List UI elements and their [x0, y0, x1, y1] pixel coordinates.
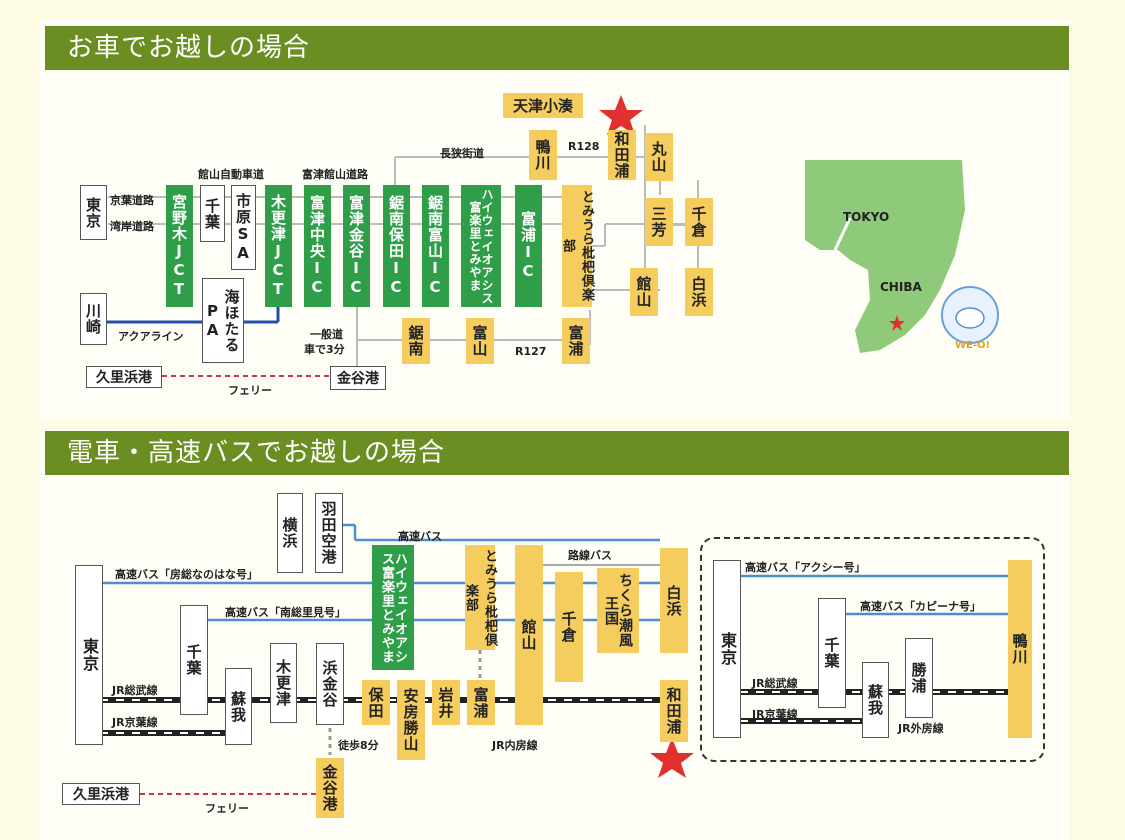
car-oasis: ハイウェイオアシス富楽里とみやま: [461, 185, 501, 307]
train-station-chiba: 千葉: [180, 605, 208, 715]
car-station-kawasaki: 川崎: [80, 293, 107, 345]
inset-station-chiba: 千葉: [818, 598, 846, 708]
inset-label-bus-capina: 高速バス「カピーナ号」: [860, 600, 981, 613]
star-marker-car: [599, 95, 643, 135]
label-jr-keiyo: JR京葉線: [112, 716, 158, 729]
car-station-kyonan: 鋸南: [402, 318, 430, 364]
label-highway-bus: 高速バス: [398, 530, 442, 543]
inset-label-jr-sobu: JR総武線: [752, 677, 798, 690]
train-section-header: 電車・高速バスでお越しの場合: [45, 431, 1069, 475]
inset-station-tokyo: 東京: [713, 560, 741, 738]
label-walk-8min: 徒歩8分: [338, 739, 379, 752]
label-futtsu-road: 富津館山道路: [302, 168, 368, 181]
car-station-miyoshi: 三芳: [645, 198, 673, 246]
train-station-tomiura: 富浦: [467, 680, 495, 725]
car-ic-tomiura: 富浦IC: [515, 185, 542, 307]
label-general-road: 一般道: [310, 328, 343, 341]
mascot-logo-text: WE-O!: [955, 340, 991, 351]
car-station-kamogawa: 鴨川: [529, 130, 557, 180]
label-jr-sobu: JR総武線: [112, 684, 158, 697]
car-ic-futtsuchuo: 富津中央IC: [304, 185, 331, 307]
car-station-kurihama: 久里浜港: [86, 366, 162, 388]
car-section-header: お車でお越しの場合: [45, 26, 1069, 70]
car-ic-miyanogi: 宮野木JCT: [166, 185, 193, 307]
inset-station-kamogawa: 鴨川: [1008, 560, 1032, 738]
car-station-tomiyama: 富山: [466, 318, 494, 364]
car-station-maruyama: 丸山: [645, 133, 673, 181]
car-station-chikura: 千倉: [685, 198, 713, 246]
train-station-haneda: 羽田空港: [315, 493, 343, 573]
label-r128: R128: [568, 140, 600, 153]
label-bus-nanohana: 高速バス「房総なのはな号」: [115, 568, 258, 581]
map-label-tokyo: TOKYO: [843, 210, 890, 224]
train-station-hota: 保田: [362, 680, 390, 725]
train-station-shirahama: 白浜: [660, 548, 688, 653]
train-station-iwai: 岩井: [432, 680, 460, 725]
map-land: [805, 160, 965, 353]
map-location-star: [889, 315, 905, 331]
train-station-kanaya-port: 金谷港: [316, 758, 344, 818]
car-station-wadaura: 和田浦: [608, 130, 636, 180]
inset-label-jr-keiyo: JR京葉線: [752, 708, 798, 721]
car-biwa-club: とみうら枇杷倶楽部: [560, 185, 594, 307]
car-station-tomiura: 富浦: [562, 318, 590, 364]
train-station-tokyo: 東京: [75, 565, 103, 745]
map-label-chiba: CHIBA: [880, 280, 922, 294]
train-station-awakatsuyama: 安房勝山: [397, 680, 425, 760]
inset-label-bus-aqc: 高速バス「アクシー号」: [745, 561, 866, 574]
inset-station-katsuura: 勝浦: [905, 638, 933, 718]
car-ic-futtsukanaya: 富津金谷IC: [343, 185, 370, 307]
label-jr-uchibo: JR内房線: [492, 739, 538, 752]
train-station-kurihama: 久里浜港: [62, 783, 140, 805]
star-marker-train: [650, 738, 694, 778]
label-car-ferry: フェリー: [228, 384, 272, 397]
train-station-kisarazu: 木更津: [270, 643, 297, 723]
car-ic-kyonantomiyama: 鋸南富山IC: [422, 185, 449, 307]
train-station-chikura: 千倉: [555, 572, 583, 682]
car-station-chiba: 千葉: [200, 185, 225, 242]
label-train-ferry: フェリー: [205, 802, 249, 815]
outer-boso-inset: [700, 537, 1045, 762]
train-oasis: ハイウェイオアシス富楽里とみやま: [372, 545, 414, 670]
car-pa-umihotaru: 海ほたるPA: [202, 278, 244, 363]
inset-station-soga: 蘇我: [862, 662, 889, 738]
car-station-kanaya-port: 金谷港: [330, 366, 386, 390]
car-station-shirahama: 白浜: [685, 268, 713, 316]
label-route-bus: 路線バス: [568, 549, 612, 562]
label-r127: R127: [515, 345, 547, 358]
label-aqualine: アクアライン: [118, 330, 184, 343]
train-station-yokohama: 横浜: [277, 493, 303, 573]
label-by-car-3min: 車で3分: [304, 343, 345, 356]
inset-label-jr-sotobo: JR外房線: [898, 722, 944, 735]
label-bus-nansou: 高速バス「南総里見号」: [225, 606, 346, 619]
car-ic-kyonanhota: 鋸南保田IC: [383, 185, 410, 307]
train-chikura-kingdom: ちくら潮風王国: [597, 568, 639, 653]
train-station-tateyama: 館山: [515, 545, 543, 725]
label-nagasa-road: 長狭街道: [440, 147, 484, 160]
train-biwa-club: とみうら枇杷倶楽部: [463, 545, 497, 650]
train-station-wadaura: 和田浦: [660, 680, 688, 742]
car-station-tokyo: 東京: [80, 185, 107, 240]
car-station-amatsu: 天津小湊: [503, 93, 583, 118]
label-tateyama-expressway: 館山自動車道: [198, 168, 264, 181]
car-ic-kisarazu: 木更津JCT: [265, 185, 292, 307]
train-station-soga: 蘇我: [225, 668, 252, 745]
train-station-hamakanaya: 浜金谷: [316, 643, 344, 725]
label-keiyo-doro: 京葉道路: [110, 194, 154, 207]
car-station-tateyama: 館山: [630, 268, 658, 316]
label-wangan-doro: 湾岸道路: [110, 220, 154, 233]
car-sa-ichihara: 市原SA: [231, 185, 256, 270]
